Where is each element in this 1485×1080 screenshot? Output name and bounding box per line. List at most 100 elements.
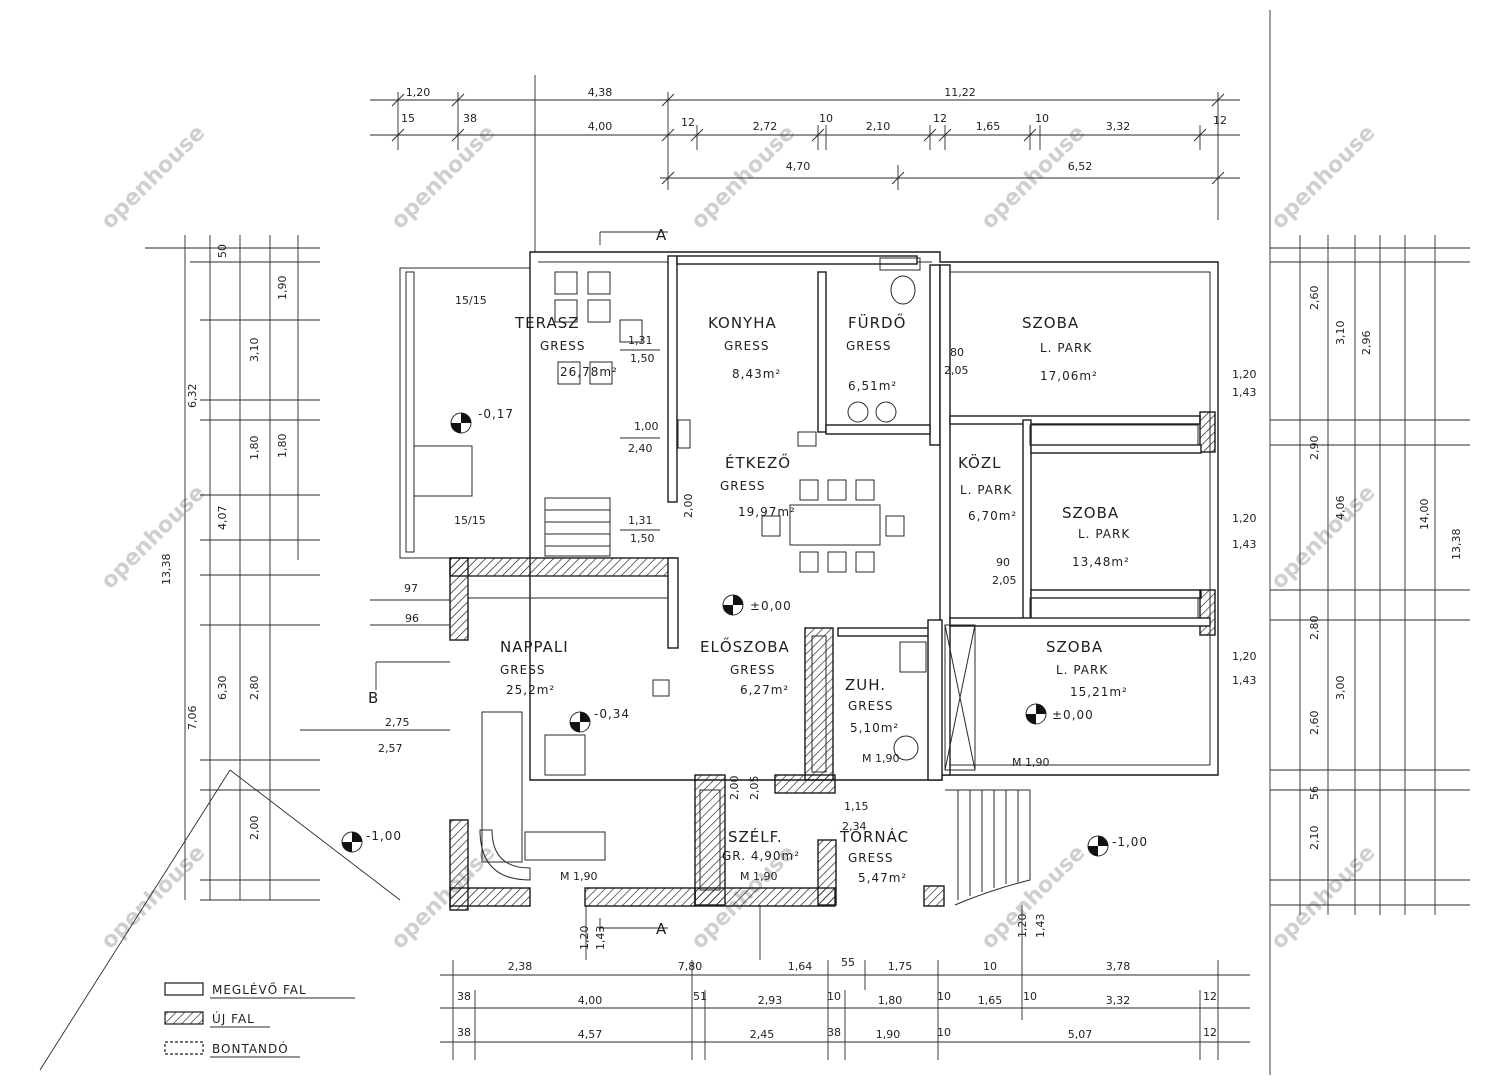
opening-label: 15/15 bbox=[455, 294, 487, 307]
dim-label: 2,10 bbox=[866, 120, 891, 133]
level-szoba3: ±0,00 bbox=[1052, 708, 1094, 722]
opening-annotations: 1,00 2,40 1,31 1,50 1,31 1,50 80 2,05 90… bbox=[454, 294, 1257, 950]
room-area-torlac: 5,47m² bbox=[858, 871, 907, 885]
left-dimension-labels: 13,38 7,06 6,32 4,07 6,30 1,90 3,10 1,80… bbox=[160, 244, 419, 840]
room-floor-furdo: GRESS bbox=[846, 339, 891, 353]
opening-label: 1,43 bbox=[1232, 674, 1257, 687]
level-marker-nappali bbox=[569, 711, 591, 733]
watermark: openhouse bbox=[97, 120, 211, 234]
opening-label: 1,20 bbox=[1016, 914, 1029, 939]
dim-label: 4,00 bbox=[578, 994, 603, 1007]
dim-label: 10 bbox=[819, 112, 833, 125]
dim-label: 10 bbox=[827, 990, 841, 1003]
dim-label: 4,06 bbox=[1334, 496, 1347, 521]
dim-label: 51 bbox=[693, 990, 707, 1003]
room-name-etkezo: ÉTKEZŐ bbox=[725, 452, 791, 472]
dim-label: 1,80 bbox=[248, 436, 261, 461]
dim-label: 2,00 bbox=[248, 816, 261, 841]
dim-label: 3,32 bbox=[1106, 120, 1131, 133]
legend-label-new: ÚJ FAL bbox=[212, 1011, 255, 1026]
dim-label: 10 bbox=[937, 990, 951, 1003]
dim-label: 12 bbox=[1213, 114, 1227, 127]
legend-label-existing: MEGLÉVŐ FAL bbox=[212, 982, 307, 997]
top-dimension-labels: 1,20 4,38 11,22 15 38 4,00 12 2,72 10 2,… bbox=[401, 86, 1227, 173]
room-floor-szoba3: L. PARK bbox=[1056, 663, 1108, 677]
dim-label: 2,45 bbox=[750, 1028, 775, 1041]
room-area-zuh: 5,10m² bbox=[850, 721, 899, 735]
opening-label: 1,00 bbox=[634, 420, 659, 433]
room-area-szoba2: 13,48m² bbox=[1072, 555, 1130, 569]
level-nappali: -0,34 bbox=[594, 707, 630, 721]
dim-label: 2,38 bbox=[508, 960, 533, 973]
room-name-eloszoba: ELŐSZOBA bbox=[700, 636, 790, 656]
dim-label: 56 bbox=[1308, 786, 1321, 800]
dim-label: 2,90 bbox=[1308, 436, 1321, 461]
level-marker-main bbox=[722, 594, 744, 616]
opening-label: 1,43 bbox=[1034, 914, 1047, 939]
top-dimension-lines bbox=[370, 75, 1240, 260]
dim-label: 50 bbox=[216, 244, 229, 258]
dim-label: 4,07 bbox=[216, 506, 229, 531]
dim-label: 1,65 bbox=[978, 994, 1003, 1007]
left-dimension-lines bbox=[39, 235, 450, 1071]
opening-label: 1,50 bbox=[630, 352, 655, 365]
room-floor-nappali: GRESS bbox=[500, 663, 545, 677]
dim-label: 1,90 bbox=[876, 1028, 901, 1041]
dim-label: 3,00 bbox=[1334, 676, 1347, 701]
dim-label: 13,38 bbox=[1450, 529, 1463, 561]
dim-label: 38 bbox=[457, 1026, 471, 1039]
room-area-szoba3: 15,21m² bbox=[1070, 685, 1128, 699]
room-area-kozl: 6,70m² bbox=[968, 509, 1017, 523]
dim-label: 12 bbox=[681, 116, 695, 129]
room-floor-etkezo: GRESS bbox=[720, 479, 765, 493]
room-name-furdo: FÜRDŐ bbox=[848, 312, 906, 332]
dim-label: 6,32 bbox=[186, 384, 199, 409]
dim-label: 1,75 bbox=[888, 960, 913, 973]
room-area-etkezo: 19,97m² bbox=[738, 505, 796, 519]
dim-label: 55 bbox=[841, 956, 855, 969]
watermark: openhouse bbox=[97, 480, 211, 594]
opening-label: 80 bbox=[950, 346, 964, 359]
dim-label: 2,72 bbox=[753, 120, 778, 133]
dim-label: 2,10 bbox=[1308, 826, 1321, 851]
dim-label: 3,78 bbox=[1106, 960, 1131, 973]
dim-label: 2,60 bbox=[1308, 286, 1321, 311]
dim-label: 12 bbox=[933, 112, 947, 125]
dim-label: 12 bbox=[1203, 990, 1217, 1003]
room-name-kozl: KÖZL bbox=[958, 453, 1001, 472]
opening-label: 90 bbox=[996, 556, 1010, 569]
legend-swatch-new bbox=[164, 1011, 204, 1025]
dim-label: 2,57 bbox=[378, 742, 403, 755]
dim-label: 38 bbox=[827, 1026, 841, 1039]
dim-label: 97 bbox=[404, 582, 418, 595]
right-dimension-labels: 13,38 14,00 2,96 4,06 3,00 2,60 3,10 2,9… bbox=[1308, 286, 1463, 851]
opening-label: 15/15 bbox=[454, 514, 486, 527]
dim-label: 3,32 bbox=[1106, 994, 1131, 1007]
room-area-furdo: 6,51m² bbox=[848, 379, 897, 393]
dim-label: 96 bbox=[405, 612, 419, 625]
dim-label: 4,70 bbox=[786, 160, 811, 173]
watermark: openhouse bbox=[687, 120, 801, 234]
watermark: openhouse bbox=[1267, 120, 1381, 234]
dim-label: 1,80 bbox=[276, 434, 289, 459]
room-area-konyha: 8,43m² bbox=[732, 367, 781, 381]
opening-label: 1,20 bbox=[1232, 368, 1257, 381]
legend-swatch-demolish bbox=[164, 1041, 204, 1055]
level-marker-ext-left bbox=[341, 831, 363, 853]
room-name-szoba1: SZOBA bbox=[1022, 314, 1079, 332]
dim-label: 38 bbox=[463, 112, 477, 125]
section-a-top: A bbox=[656, 226, 667, 244]
legend: MEGLÉVŐ FAL ÚJ FAL BONTANDÓ bbox=[164, 982, 355, 1058]
room-area-eloszoba: 6,27m² bbox=[740, 683, 789, 697]
right-dimension-lines bbox=[1270, 235, 1470, 915]
dim-label: 7,80 bbox=[678, 960, 703, 973]
opening-label: 1,20 bbox=[1232, 512, 1257, 525]
dim-label: 13,38 bbox=[160, 554, 173, 586]
watermark: openhouse bbox=[1267, 840, 1381, 954]
room-floor-konyha: GRESS bbox=[724, 339, 769, 353]
room-name-zuh: ZUH. bbox=[845, 676, 886, 694]
watermark: openhouse bbox=[387, 120, 501, 234]
dim-label: 2,93 bbox=[758, 994, 783, 1007]
room-floor-kozl: L. PARK bbox=[960, 483, 1012, 497]
